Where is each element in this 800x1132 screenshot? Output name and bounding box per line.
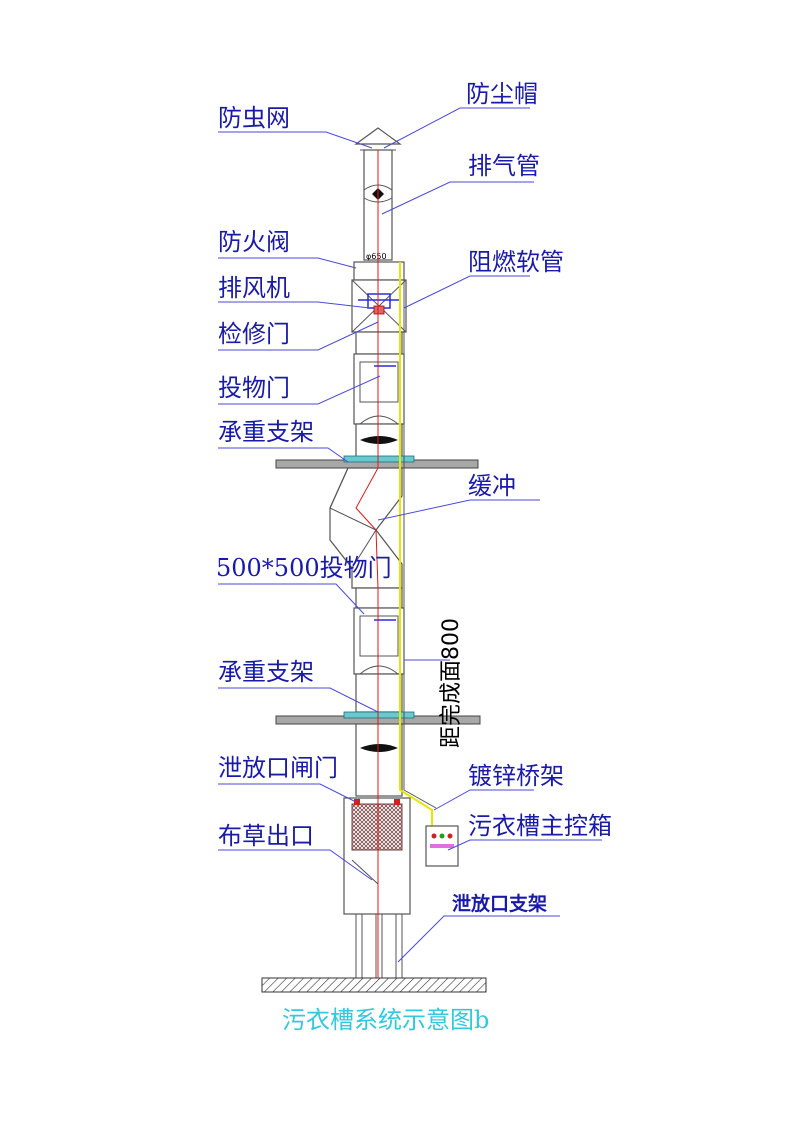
cable-tray: [399, 262, 433, 830]
fire-damper: [353, 261, 405, 281]
label-access-door: 检修门: [218, 320, 290, 348]
label-discharge-support: 泄放口支架: [452, 892, 547, 915]
label-insect-net: 防虫网: [218, 104, 290, 132]
label-support-1: 承重支架: [218, 418, 314, 446]
label-support-2: 承重支架: [218, 658, 314, 686]
label-exhaust-fan: 排风机: [218, 274, 290, 302]
label-dust-cap: 防尘帽: [466, 80, 538, 108]
label-buffer: 缓冲: [468, 472, 516, 500]
loading-door-1: [353, 353, 405, 425]
label-exhaust-pipe: 排气管: [468, 152, 540, 180]
discharge-gate: [351, 803, 403, 851]
label-galvanized-tray: 镀锌桥架: [468, 762, 564, 790]
loading-door-500: [353, 607, 405, 675]
label-fire-damper: 防火阀: [218, 228, 290, 256]
pipe-diameter: φ650: [366, 252, 387, 261]
ground: [261, 977, 487, 993]
label-cloth-outlet: 布草出口: [218, 822, 314, 850]
label-loading-door: 投物门: [218, 374, 290, 402]
label-loading-door-500: 500*500投物门: [216, 554, 392, 582]
dust-cap: [354, 127, 402, 145]
label-discharge-gate: 泄放口闸门: [218, 754, 338, 782]
leaders: [218, 107, 602, 963]
label-control-box: 污衣槽主控箱: [468, 812, 612, 840]
label-flame-hose: 阻燃软管: [468, 248, 564, 276]
centerline: [355, 150, 379, 978]
diagram-title: 污衣槽系统示意图b: [282, 1006, 489, 1034]
dimension-label: 距完成面800: [439, 618, 464, 748]
